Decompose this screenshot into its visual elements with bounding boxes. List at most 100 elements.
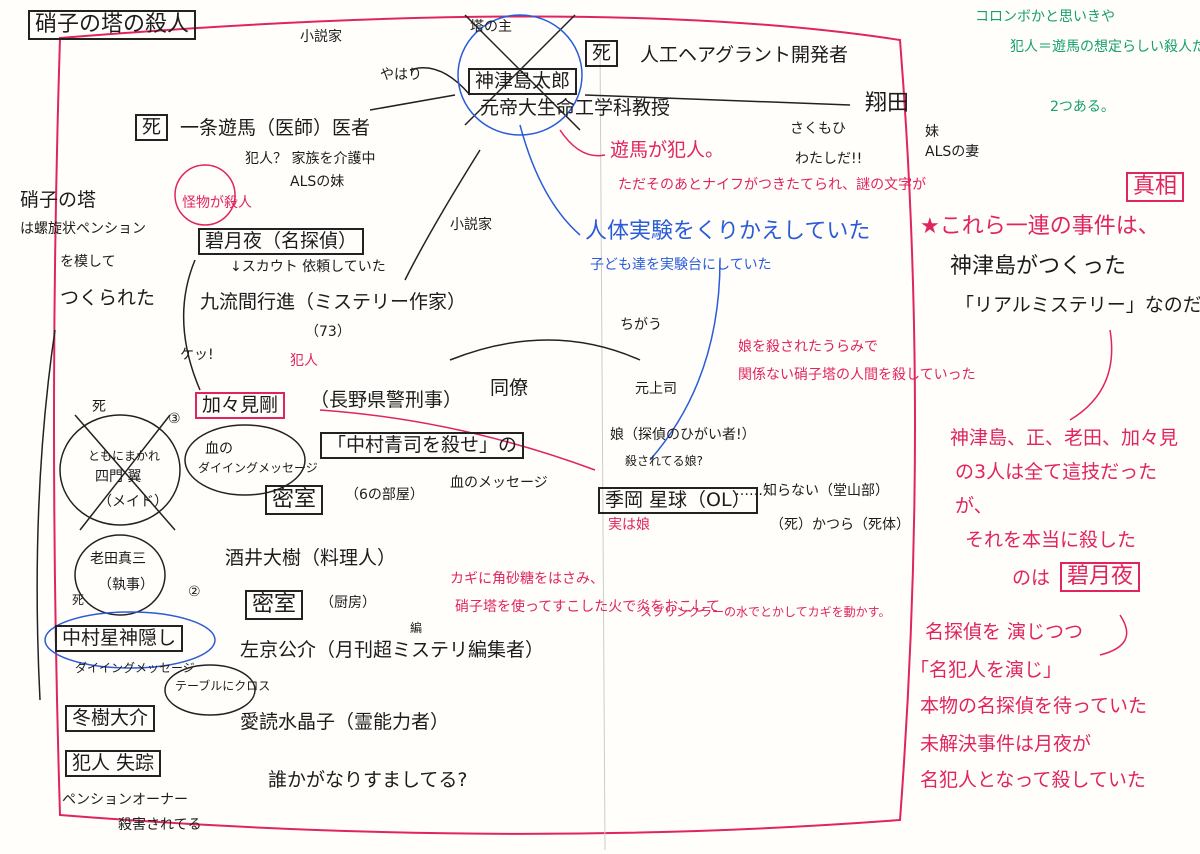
note-keys-3: スプリンクラーの水でとかしてカギを動かす。 [640, 605, 891, 619]
tag-dead: 死 [585, 40, 619, 67]
note-tower-glass-4: つくられた [60, 287, 156, 309]
note-kamitsu-3: 「リアルミステリー」なのだ。 [955, 294, 1200, 316]
note-human-experiments: 人体実験をくりかえしていた [585, 219, 871, 244]
note-keys-1: カギに角砂糖をはさみ、 [450, 571, 604, 587]
arrow-to-novelist [409, 67, 471, 96]
note-yuma-sister: ALSの妹 [290, 174, 345, 190]
note-rika-more-2: （死）かつら（死体） [770, 517, 910, 533]
note-tower-owner-role: 元帝大生命工学科教授 [480, 97, 671, 119]
note-rika-role: 実は娘 [608, 517, 650, 533]
note-num-3: ③ [168, 411, 181, 427]
note-soyoka-scout: ↓スカウト 依頼していた [230, 259, 386, 275]
arrow-red-right [1069, 329, 1113, 421]
note-final-4: 未解決事件は月夜が [920, 733, 1092, 755]
arrow-down-kuryu [404, 149, 481, 281]
x-mark-tsubasa [74, 414, 176, 531]
note-asahi: 翔田 [865, 91, 910, 116]
note-colombo: コロンボかと思いきや [975, 9, 1115, 25]
page-title: 硝子の塔の殺人 [28, 10, 197, 41]
note-blood: 血の [205, 441, 233, 457]
note-fuyuki-role: 犯人 失踪 [65, 750, 162, 777]
note-sheshe: やはり [380, 67, 422, 83]
arrow-to-asahi [584, 94, 851, 106]
note-fuyuki-owner: ペンションオーナー [62, 792, 188, 808]
note-kamitsu-8: のは [1012, 567, 1051, 589]
note-nakamura: 「中村青司を殺せ」の [320, 432, 525, 459]
circle-tsubasa [59, 414, 181, 526]
note-fake: 誰かがなりすましてる? [268, 769, 468, 791]
note-tsubasa-circle: ともにまかれ [88, 449, 161, 463]
note-tower-glass-2: は螺旋状ペンション [20, 221, 146, 237]
arrow-left-side [36, 329, 56, 701]
note-colombo-2: 犯人＝遊馬の想定らしい殺人だった [1010, 39, 1200, 55]
arrow-soyoka-red [1099, 614, 1128, 656]
note-tower-glass: 硝子の塔 [20, 189, 97, 211]
note-tsubasa-name: 四門 翼 [95, 469, 142, 485]
note-rouka: 老田真三 [90, 551, 146, 567]
note-sakyo: 左京公介（月刊超ミステリ編集者） [240, 639, 545, 661]
note-rika: 季岡 星球（OL） [598, 487, 758, 514]
note-fuyuki-killed: 殺害されてる [118, 817, 202, 833]
note-nakahara-msg: ダイイングメッセージ [75, 661, 195, 675]
note-yuma-suspect: 犯人？ 家族を介護中 [245, 151, 376, 167]
arrow-kamo-daughter [449, 339, 641, 361]
note-yuma-to-pressed: さくもひ [790, 121, 846, 137]
note-kuryu-age: （73） [305, 324, 351, 340]
note-killer-label: 犯人 [290, 353, 318, 369]
arrow-blue-daughter [649, 259, 721, 461]
arrow-kasai [182, 259, 201, 391]
x-mark-owner [464, 14, 581, 131]
note-kamitsu-6: が、 [955, 495, 993, 517]
note-kitchen: （厨房） [320, 595, 376, 611]
circle-blue-owner [457, 14, 583, 136]
tag-yuma-frame: 死 [135, 114, 169, 141]
circle-rouka [74, 534, 166, 616]
note-real-detective: 真相 [1126, 172, 1185, 203]
note-tsubasa-role: （メイド） [98, 494, 168, 510]
circle-red-soyoka [174, 164, 236, 226]
note-soyoka: 碧月夜（名探偵） [198, 228, 365, 255]
note-tomorrow: ちがう [620, 317, 662, 333]
note-nakamura-msg: 血のメッセージ [450, 475, 548, 491]
page-border [53, 15, 916, 835]
note-blood-2: ダイイングメッセージ [198, 461, 318, 475]
center-fold [599, 39, 606, 851]
note-asahi-wife: ALSの妻 [925, 144, 980, 160]
note-colombo-3: 2つある。 [1050, 99, 1115, 115]
note-kasai: ケッ! [180, 347, 214, 363]
note-final-5: 名犯人となって殺していた [920, 769, 1146, 791]
note-tower-glass-3: を模して [60, 254, 116, 270]
circle-blue-nakahara [44, 611, 216, 669]
note-kiyoshi: 酒井大樹（料理人） [225, 547, 397, 569]
note-novelist-top: 小説家 [300, 29, 342, 45]
note-soyoka-kill: 怪物が殺人 [182, 195, 252, 211]
note-kamitsu-2: 神津島がつくった [950, 254, 1127, 279]
note-asahi-role: 妹 [925, 124, 939, 140]
note-final-1: 名探偵を 演じつつ [925, 621, 1084, 643]
note-kamo-relation-2: 元上司 [635, 381, 677, 397]
note-death-tsubasa: 死 [92, 399, 106, 415]
arrow-nakamura-rika [319, 409, 596, 471]
circle-bubble [184, 424, 306, 496]
note-closed-room-6: （6の部屋） [345, 487, 424, 503]
note-kitchen-closed: 密室 [245, 590, 304, 621]
note-revenge-2: 関係ない硝子塔の人間を殺していった [738, 367, 976, 383]
note-revenge: 娘を殺されたうらみで [738, 339, 878, 355]
note-daughter-2: 殺されてる娘? [625, 454, 704, 468]
note-kamitsu-7: それを本当に殺した [965, 529, 1137, 551]
arrow-yuma-red [559, 129, 606, 157]
note-kamitsu-4: 神津島、正、老田、加々見 [950, 427, 1179, 449]
note-table-cross: テーブルにクロス [175, 679, 271, 693]
arrow-to-yuma [369, 94, 456, 111]
note-rouka-role: （執事） [98, 577, 154, 593]
note-kamizu-killer: 遊馬が犯人。 [610, 139, 725, 161]
note-sakyo-editor: 編 [410, 621, 423, 635]
note-kamo-relation: 同僚 [490, 377, 529, 399]
note-knife: ただそのあとナイフがつきたてられ、謎の文字が [618, 177, 927, 193]
note-final-3: 本物の名探偵を待っていた [920, 695, 1148, 717]
note-death-rouka: 死 [72, 593, 85, 607]
note-rika-more: ……知らない（堂山部） [735, 483, 889, 499]
note-tower-owner: 神津島太郎 [468, 68, 578, 95]
